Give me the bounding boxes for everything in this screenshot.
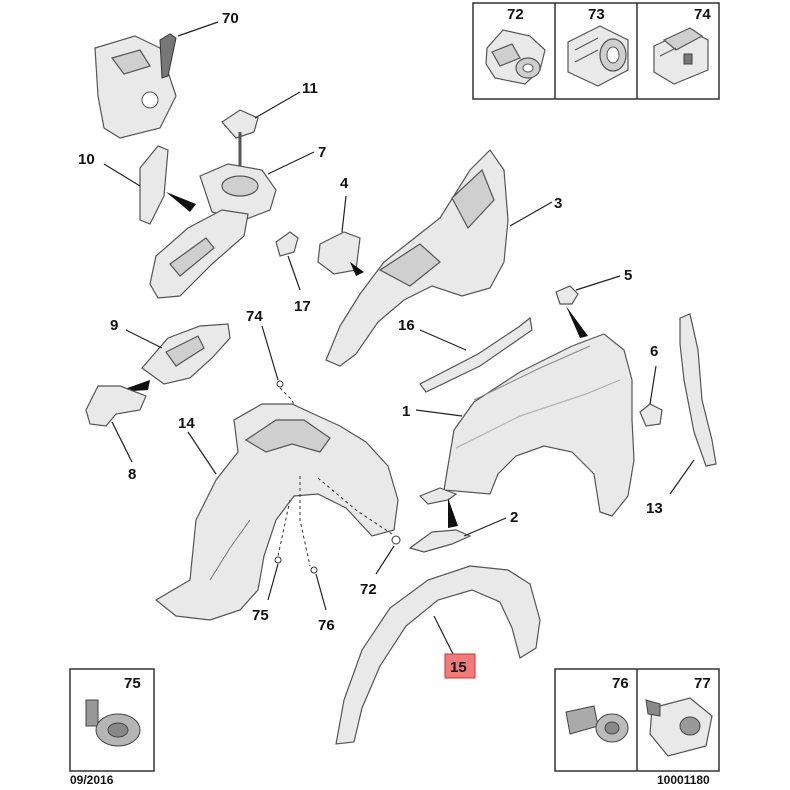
inset-bottom-right: 76 77 [554, 668, 720, 772]
bolt-75-image [85, 699, 141, 747]
part-16-strip [419, 316, 533, 393]
clip-74-image [653, 27, 709, 85]
part-7-strut-tower [199, 163, 277, 221]
inset-label-77: 77 [694, 675, 711, 692]
callout-14: 14 [178, 415, 195, 432]
callout-9: 9 [110, 317, 118, 334]
footer-reference: 10001180 [657, 773, 710, 787]
clip-72-image [485, 29, 546, 85]
part-14-wheel-liner [154, 403, 399, 621]
part-5-clip [555, 285, 579, 305]
part-9-bracket [141, 323, 231, 385]
callout-70: 70 [222, 10, 239, 27]
inset-label-76: 76 [612, 675, 629, 692]
callout-7: 7 [318, 144, 326, 161]
part-3-apron [325, 149, 509, 367]
callout-3: 3 [554, 195, 562, 212]
part-10-strip [139, 145, 169, 225]
part-6-clip [639, 403, 663, 427]
callout-17: 17 [294, 298, 311, 315]
clip-77-image [645, 697, 713, 757]
part-11-mount [221, 109, 259, 172]
part-17-clip [275, 231, 299, 257]
part-1-fender [443, 333, 635, 517]
callout-76: 76 [318, 617, 335, 634]
callout-4: 4 [340, 175, 349, 192]
inset-label-72: 72 [507, 6, 524, 23]
part-front-rail [149, 209, 249, 299]
part-70-bracket [94, 33, 177, 139]
screw-76-image [565, 705, 629, 743]
callout-5: 5 [624, 267, 632, 284]
callout-15: 15 [450, 659, 467, 676]
callout-75: 75 [252, 607, 269, 624]
callout-72: 72 [360, 581, 377, 598]
callout-16: 16 [398, 317, 415, 334]
part-2-brackets [408, 487, 472, 553]
callout-1: 1 [402, 403, 410, 420]
inset-label-74: 74 [694, 6, 711, 23]
part-15-arch-trim [335, 565, 541, 745]
footer-date: 09/2016 [70, 773, 114, 787]
inset-label-75: 75 [124, 675, 141, 692]
callout-6: 6 [650, 343, 658, 360]
callout-8: 8 [128, 466, 136, 483]
part-8-bracket [85, 385, 147, 427]
callout-13: 13 [646, 500, 663, 517]
inset-top: 72 73 74 [472, 2, 720, 100]
part-13-strip [679, 313, 717, 467]
callout-74: 74 [246, 308, 263, 325]
highlight-15 [444, 653, 476, 679]
callout-2: 2 [510, 509, 518, 526]
inset-label-73: 73 [588, 6, 605, 23]
callout-10: 10 [78, 151, 95, 168]
callout-11: 11 [302, 80, 318, 97]
inset-bottom-left: 75 [69, 668, 155, 772]
clip-73-image [567, 25, 629, 87]
